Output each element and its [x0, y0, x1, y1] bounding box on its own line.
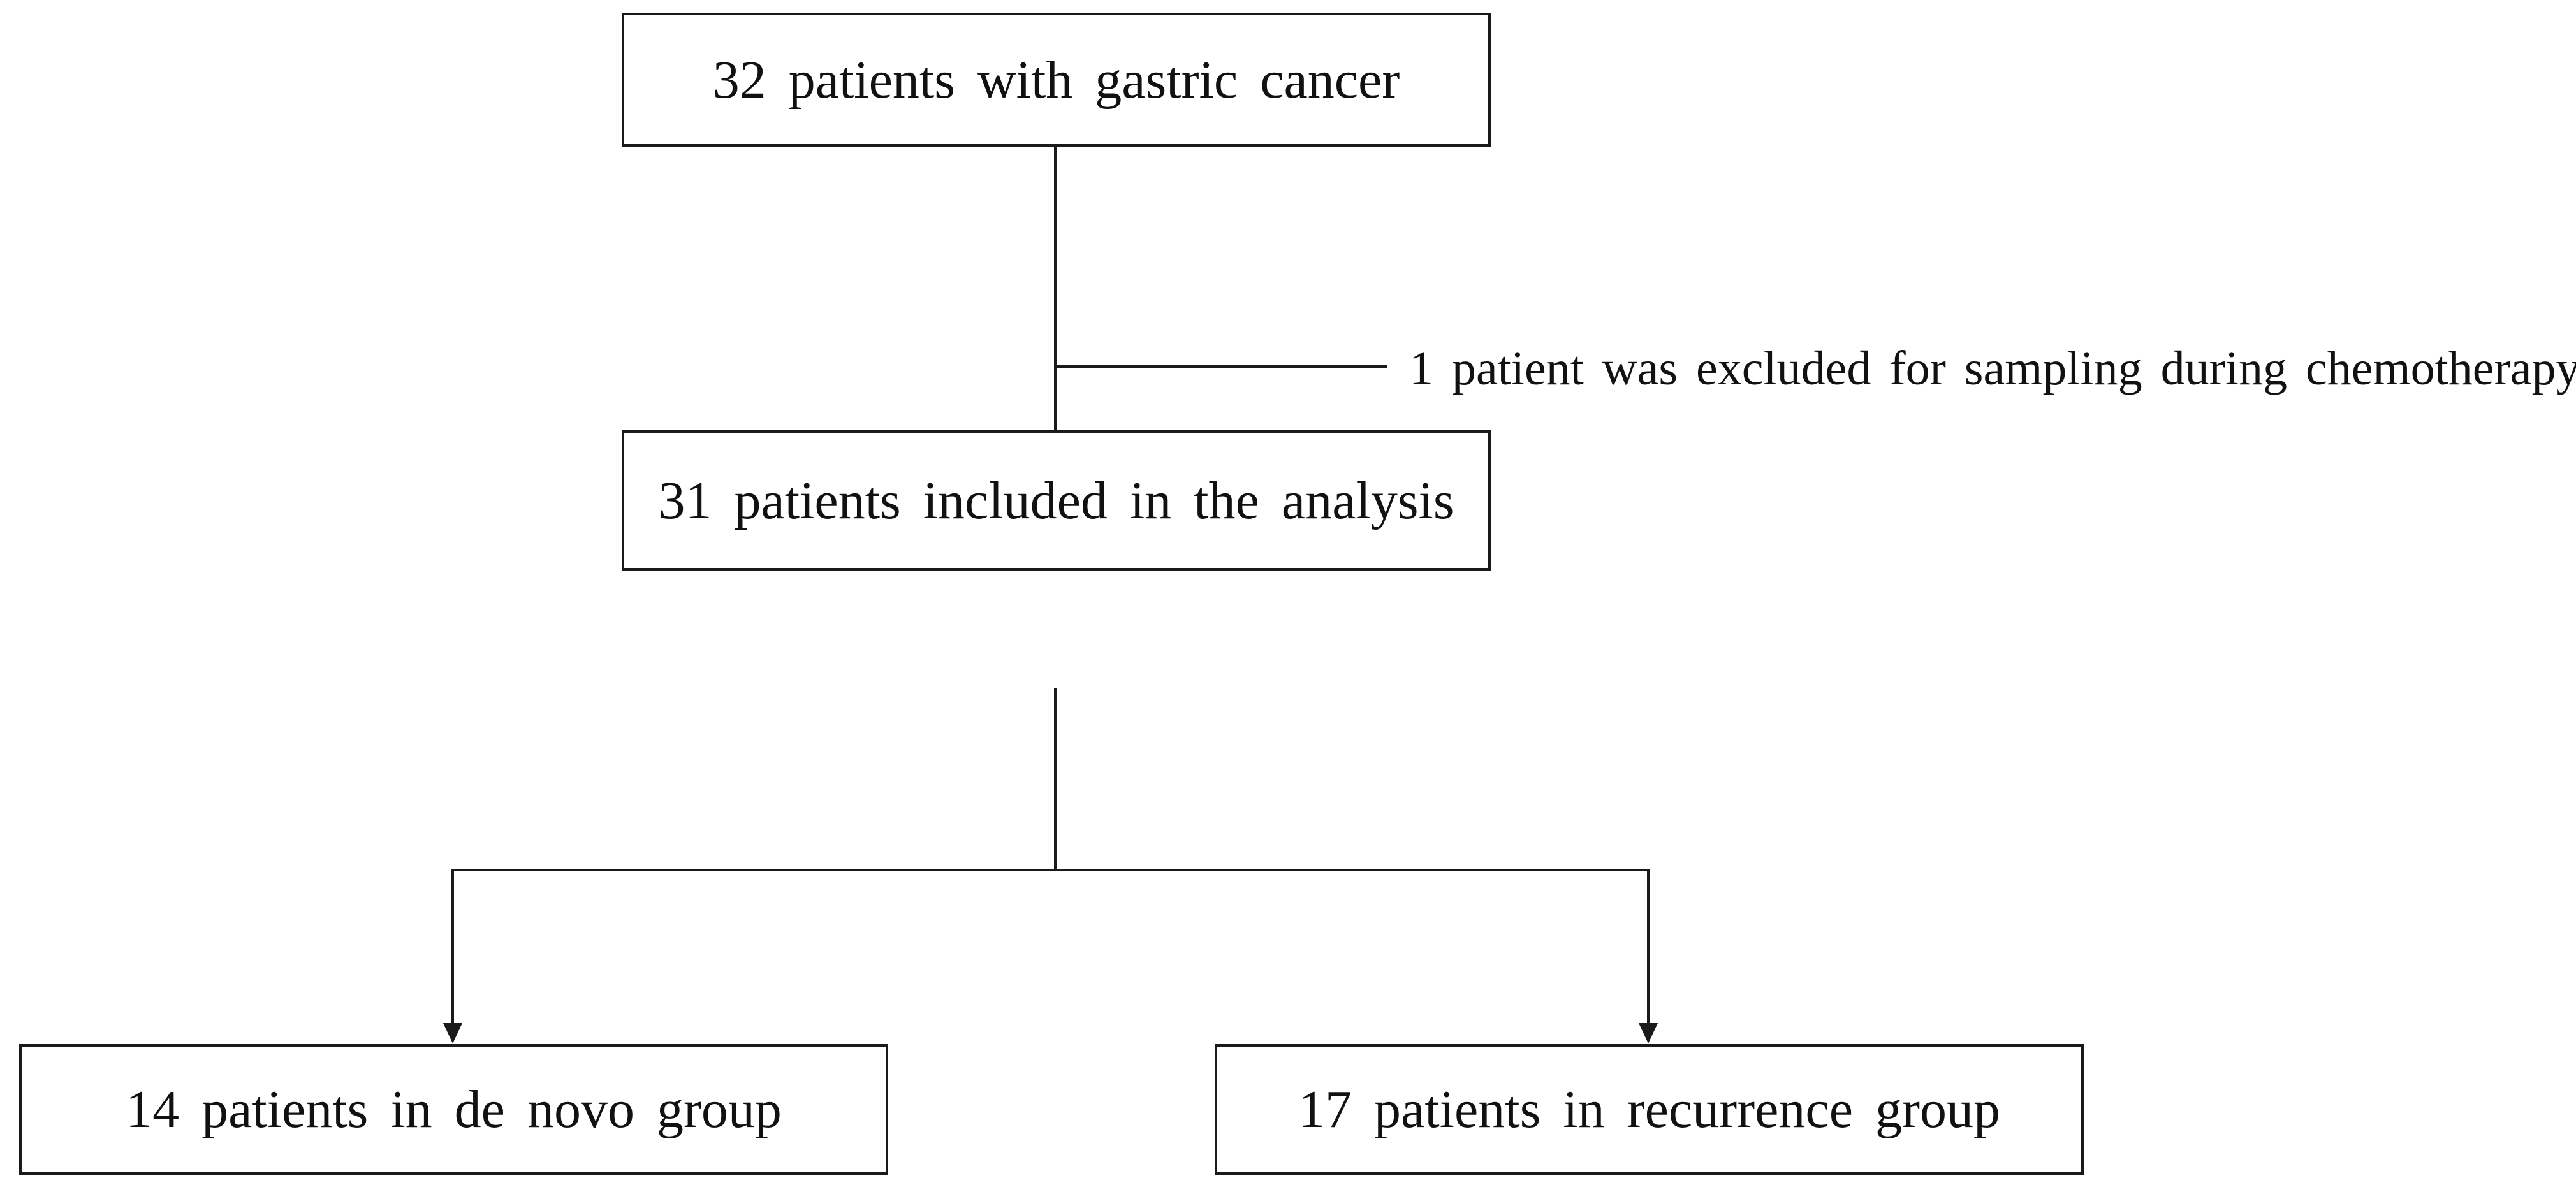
- box-all-patients: 32 patients with gastric cancer: [622, 13, 1491, 147]
- arrowhead-left: [443, 1023, 462, 1043]
- box-all-patients-label: 32 patients with gastric cancer: [712, 50, 1400, 110]
- box-recurrence-group-label: 17 patients in recurrence group: [1298, 1080, 2000, 1139]
- box-de-novo-group-label: 14 patients in de novo group: [126, 1080, 782, 1139]
- box-recurrence-group: 17 patients in recurrence group: [1215, 1044, 2084, 1175]
- exclusion-note: 1 patient was excluded for sampling duri…: [1409, 342, 2576, 395]
- box-included-patients: 31 patients included in the analysis: [622, 430, 1491, 571]
- box-de-novo-group: 14 patients in de novo group: [19, 1044, 888, 1175]
- box-included-patients-label: 31 patients included in the analysis: [658, 470, 1454, 530]
- arrowhead-right: [1639, 1023, 1658, 1043]
